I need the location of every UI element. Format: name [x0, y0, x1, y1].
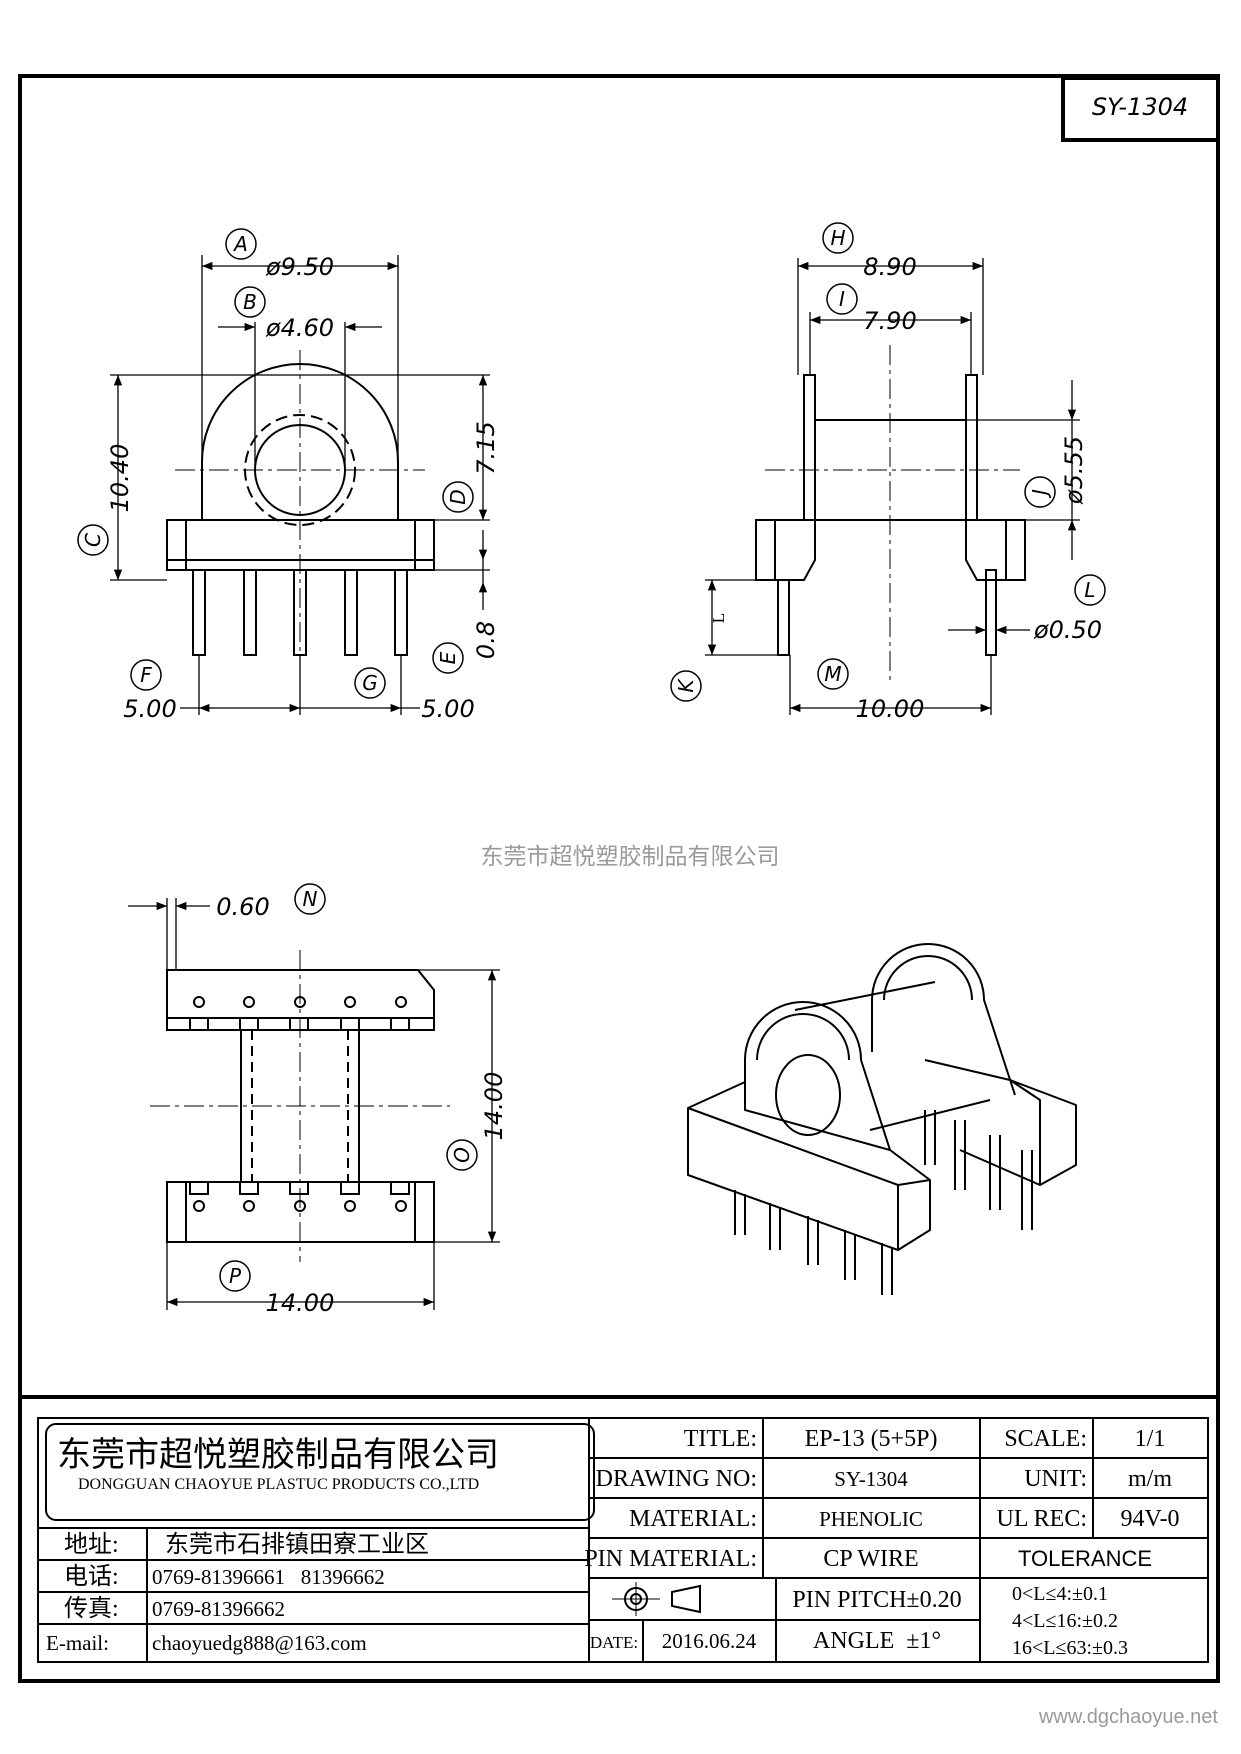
drawing-no-value: SY-1304 — [834, 1467, 908, 1491]
phone-value: 0769-81396661 81396662 — [152, 1565, 385, 1589]
title-block-text: 东莞市超悦塑胶制品有限公司 DONGGUAN CHAOYUE PLASTUC P… — [46, 1426, 1180, 1659]
dim-f: 5.00 — [123, 695, 176, 723]
ul-value: 94V-0 — [1120, 1506, 1179, 1532]
tolerance-2: 4<L≤16:±0.2 — [1012, 1610, 1118, 1632]
balloon-o: O — [450, 1147, 474, 1163]
scale-label: SCALE: — [1004, 1426, 1087, 1452]
dim-e: 0.8 — [472, 621, 500, 659]
dim-l: ø0.50 — [1033, 616, 1102, 644]
phone-label: 电话: — [64, 1563, 119, 1590]
balloon-b: B — [243, 290, 257, 314]
bottom-balloons — [219, 883, 478, 1292]
drawing-code: SY-1304 — [1092, 93, 1188, 121]
unit-label: UNIT: — [1024, 1466, 1087, 1492]
dim-j: ø5.55 — [1060, 436, 1088, 505]
scale-value: 1/1 — [1135, 1426, 1166, 1452]
balloon-e: E — [436, 651, 460, 664]
material-label: MATERIAL: — [629, 1506, 757, 1532]
dim-k-l: L — [709, 613, 728, 623]
fax-value: 0769-81396662 — [152, 1597, 285, 1621]
address-label: 地址: — [64, 1531, 119, 1558]
balloon-m: M — [824, 662, 841, 686]
balloon-g: G — [362, 671, 378, 695]
isometric-view — [687, 943, 1077, 1295]
watermark: 东莞市超悦塑胶制品有限公司 — [481, 843, 780, 869]
angle: ANGLE ±1° — [813, 1628, 941, 1654]
email-label: E-mail: — [46, 1631, 109, 1655]
dim-d: 7.15 — [472, 421, 500, 474]
email-value: chaoyuedg888@163.com — [152, 1631, 367, 1655]
dim-n: 0.60 — [216, 893, 269, 921]
balloon-k: K — [674, 678, 698, 693]
bottom-labels: 0.60 N 14.00 O P 14.00 — [216, 887, 508, 1317]
title-label: TITLE: — [684, 1426, 757, 1452]
side-dimensions — [705, 258, 1080, 715]
bottom-view — [150, 950, 450, 1262]
code-box — [1061, 76, 1220, 142]
dim-a: ø9.50 — [265, 253, 334, 281]
tolerance-label: TOLERANCE — [1018, 1546, 1152, 1571]
balloon-n: N — [303, 887, 318, 911]
front-labels: A ø9.50 B ø4.60 C 10.40 D 7.15 E 0.8 F 5… — [81, 232, 500, 723]
balloon-j: J — [1028, 489, 1052, 499]
balloon-l: L — [1084, 578, 1095, 602]
balloon-f: F — [140, 663, 152, 687]
tolerance-1: 0<L≤4:±0.1 — [1012, 1583, 1108, 1605]
balloon-i: I — [839, 287, 845, 311]
dim-h: 8.90 — [863, 253, 916, 281]
side-labels: H 8.90 I 7.90 J ø5.55 L K L ø0.50 M 10.0… — [674, 226, 1102, 723]
date-label: DATE: — [590, 1633, 638, 1652]
balloon-p: P — [229, 1264, 242, 1288]
balloon-h: H — [830, 226, 845, 250]
tolerance-3: 16<L≤63:±0.3 — [1012, 1637, 1128, 1659]
date-value: 2016.06.24 — [662, 1629, 757, 1653]
drawing-no-label: DRAWING NO: — [596, 1466, 757, 1492]
balloon-d: D — [446, 489, 470, 504]
dim-p: 14.00 — [266, 1289, 335, 1317]
side-balloons — [670, 222, 1106, 702]
balloon-a: A — [232, 232, 248, 256]
dim-o: 14.00 — [480, 1072, 508, 1141]
balloon-c: C — [81, 533, 105, 547]
title-value: EP-13 (5+5P) — [805, 1426, 938, 1452]
front-view — [166, 350, 435, 660]
ul-label: UL REC: — [997, 1506, 1087, 1532]
company-name-en: DONGGUAN CHAOYUE PLASTUC PRODUCTS CO.,LT… — [78, 1476, 479, 1493]
front-balloons — [77, 228, 474, 699]
fax-label: 传真: — [64, 1595, 119, 1622]
company-name-cn: 东莞市超悦塑胶制品有限公司 — [57, 1436, 499, 1474]
front-dimensions — [110, 255, 490, 715]
pin-material-value: CP WIRE — [823, 1546, 918, 1572]
dim-c: 10.40 — [106, 444, 134, 513]
dim-i: 7.90 — [863, 307, 916, 335]
address-value: 东莞市石排镇田寮工业区 — [165, 1531, 429, 1558]
title-block — [18, 1395, 1220, 1683]
dim-g: 5.00 — [421, 695, 474, 723]
website: www.dgchaoyue.net — [1038, 1706, 1218, 1728]
bottom-dimensions — [128, 898, 500, 1310]
material-value: PHENOLIC — [819, 1507, 923, 1531]
pin-material-label: PIN MATERIAL: — [584, 1546, 757, 1572]
dim-b: ø4.60 — [265, 314, 334, 342]
dim-m: 10.00 — [856, 695, 925, 723]
pin-pitch: PIN PITCH±0.20 — [792, 1587, 961, 1613]
unit-value: m/m — [1128, 1466, 1172, 1492]
